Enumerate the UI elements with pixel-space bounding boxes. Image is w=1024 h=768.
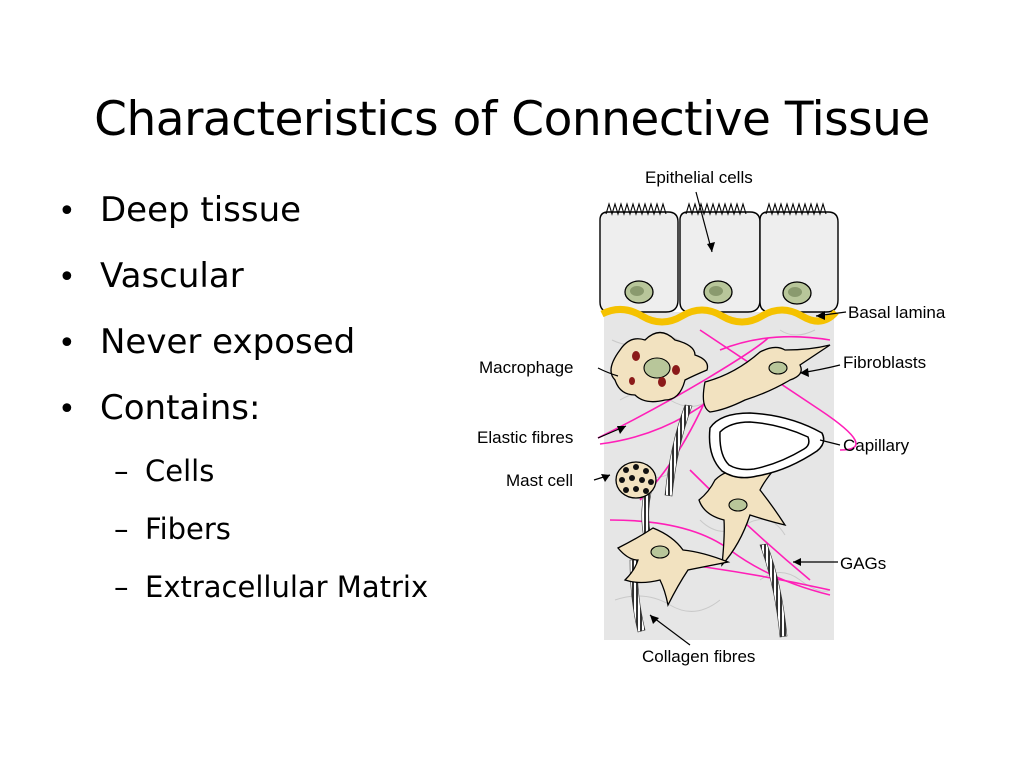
- label-elastic-fibres: Elastic fibres: [477, 428, 573, 447]
- bullet-item: • Contains:: [58, 388, 260, 428]
- bullet-item: • Vascular: [58, 256, 244, 296]
- connective-tissue-diagram: Epithelial cells Basal lamina Macrophage…: [477, 168, 946, 666]
- sub-bullet-marker: –: [114, 454, 129, 488]
- bullet-text: Never exposed: [100, 322, 356, 362]
- label-collagen-fibres: Collagen fibres: [642, 647, 755, 666]
- label-basal-lamina: Basal lamina: [848, 303, 946, 322]
- mast-cell: [615, 461, 657, 499]
- bullet-marker: •: [58, 260, 76, 295]
- bullet-item: • Never exposed: [58, 322, 355, 362]
- sub-bullet-text: Extracellular Matrix: [145, 570, 429, 604]
- slide-title: Characteristics of Connective Tissue: [94, 92, 930, 148]
- arrowheads: [601, 242, 825, 624]
- label-mast-cell: Mast cell: [506, 471, 573, 490]
- bullet-text: Contains:: [100, 388, 261, 428]
- sub-bullet-item: –Extracellular Matrix: [114, 570, 428, 604]
- label-epithelial-cells: Epithelial cells: [645, 168, 753, 187]
- bullet-text: Vascular: [100, 256, 244, 296]
- sub-bullet-item: –Fibers: [114, 512, 231, 546]
- bullet-marker: •: [58, 392, 76, 427]
- label-gags: GAGs: [840, 554, 886, 573]
- epithelial-cells: [599, 202, 839, 313]
- basal-lamina: [600, 306, 839, 326]
- bullet-marker: •: [58, 326, 76, 361]
- label-macrophage: Macrophage: [479, 358, 574, 377]
- sub-bullet-text: Cells: [145, 454, 215, 488]
- sub-bullet-item: –Cells: [114, 454, 214, 488]
- label-capillary: Capillary: [843, 436, 910, 455]
- label-fibroblasts: Fibroblasts: [843, 353, 926, 372]
- sub-bullet-marker: –: [114, 512, 129, 546]
- capillary: [708, 412, 825, 479]
- bullet-marker: •: [58, 194, 76, 229]
- macrophage-cell: [610, 331, 709, 403]
- sub-bullet-marker: –: [114, 570, 129, 604]
- bullet-text: Deep tissue: [100, 190, 302, 230]
- fibroblast-cells: [616, 344, 831, 607]
- bullet-item: • Deep tissue: [58, 190, 301, 230]
- fibroblast-nuclei: [650, 361, 788, 559]
- sub-bullet-text: Fibers: [145, 512, 231, 546]
